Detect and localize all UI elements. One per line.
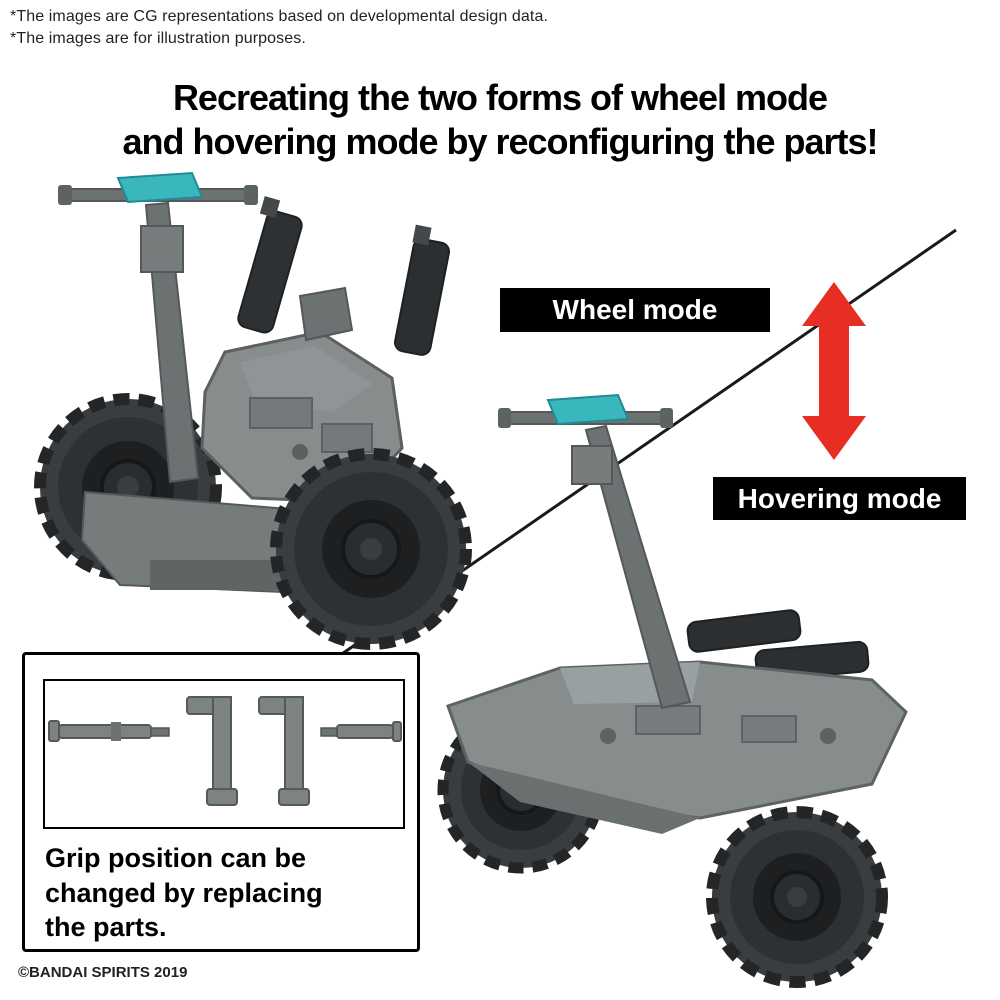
wheel-mode-label: Wheel mode xyxy=(500,288,770,332)
crank-part-1 xyxy=(186,696,238,806)
grip-rod-right xyxy=(320,721,402,742)
hovering-mode-handlebar xyxy=(498,393,673,428)
page-title-line-1: Recreating the two forms of wheel mode xyxy=(172,77,828,118)
wheel-mode-label-text: Wheel mode xyxy=(552,294,718,325)
wheel-mode-thruster-grips xyxy=(237,196,450,356)
grip-parts-illustration xyxy=(48,696,402,806)
disclaimer-line-2: *The images are for illustration purpose… xyxy=(10,30,306,47)
callout-text-line-2: changed by replacing xyxy=(45,877,323,908)
wheel-mode-right-tire xyxy=(270,448,472,650)
double-arrow-icon xyxy=(802,282,866,460)
wheel-mode-vehicle-illustration xyxy=(34,171,472,650)
hovering-mode-label-text: Hovering mode xyxy=(737,482,942,514)
callout-text-line-1: Grip position can be xyxy=(45,843,307,873)
grip-parts-callout-box: Grip position can be changed by replacin… xyxy=(22,652,420,952)
page-title: Recreating the two forms of wheel mode a… xyxy=(0,76,1000,164)
wheel-mode-handlebar xyxy=(58,171,258,205)
grip-parts-callout-text: Grip position can be changed by replacin… xyxy=(45,841,415,945)
hovering-mode-front-tire xyxy=(706,806,888,988)
callout-text-line-3: the parts. xyxy=(45,912,167,943)
teal-grip-accent xyxy=(546,393,630,426)
hovering-mode-label: Hovering mode xyxy=(713,477,966,520)
teal-grip-accent xyxy=(116,171,204,204)
copyright-notice: ©BANDAI SPIRITS 2019 xyxy=(18,964,188,981)
crank-part-2 xyxy=(258,696,310,806)
disclaimer-line-1: *The images are CG representations based… xyxy=(10,8,548,25)
grip-rod-left xyxy=(48,720,170,742)
grip-parts-diagram-frame xyxy=(43,679,405,829)
hovering-mode-vehicle-illustration xyxy=(437,393,908,988)
page-title-line-2: and hovering mode by reconfiguring the p… xyxy=(122,120,878,162)
